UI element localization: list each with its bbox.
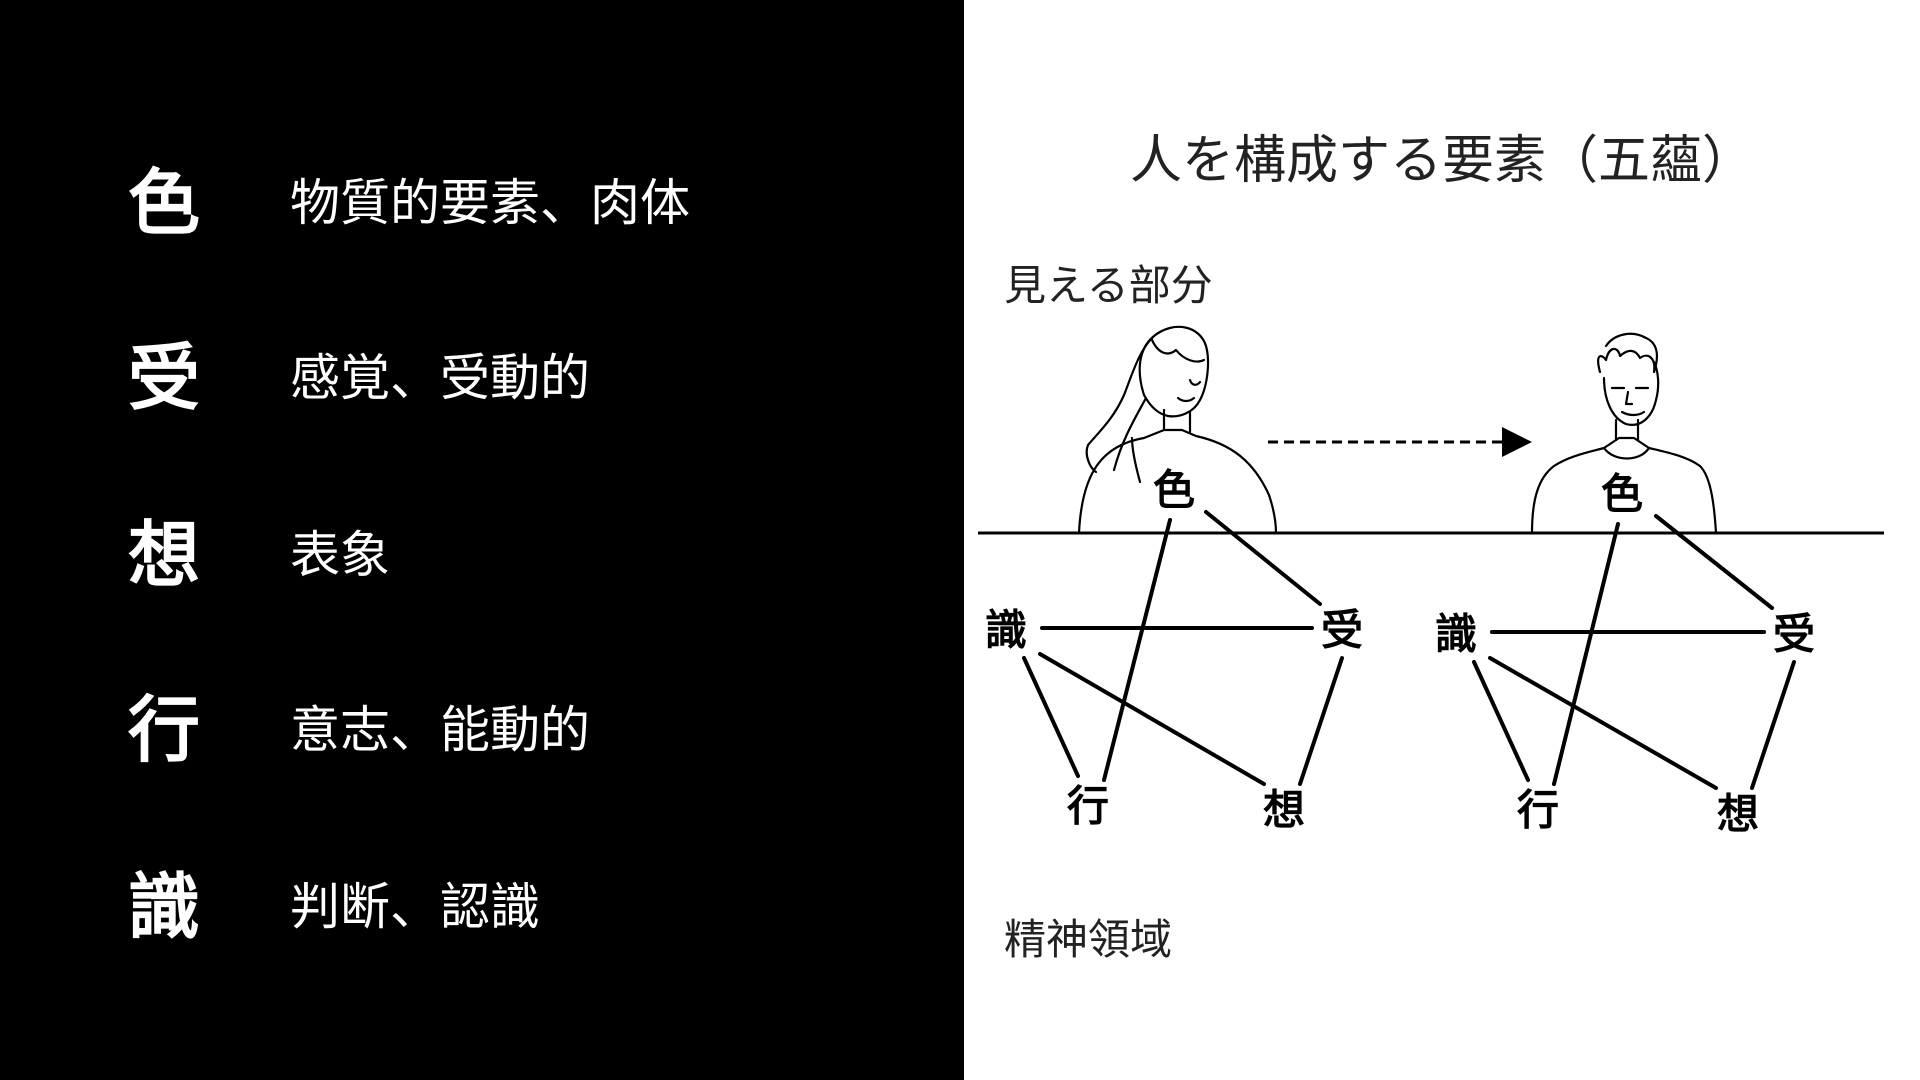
edge-shiki-gyo — [1552, 522, 1620, 786]
node-shiki-consciousness: 識 — [985, 606, 1027, 655]
skandha-kanji: 想 — [128, 513, 201, 597]
skandha-row-shiki-consciousness: 識 判断、認識 — [0, 847, 964, 967]
edge-shiki-ju — [1204, 510, 1322, 606]
node-ju: 受 — [1773, 610, 1815, 659]
skandha-description: 判断、認識 — [290, 878, 540, 936]
edge-shikiconscious-gyo — [1472, 660, 1530, 782]
skandha-description: 意志、能動的 — [290, 701, 590, 759]
visible-part-label: 見える部分 — [1004, 261, 1213, 310]
man-figure-icon — [1530, 332, 1718, 535]
node-shiki: 色 — [1153, 466, 1195, 515]
figure-b-connections — [1472, 514, 1796, 790]
edge-ju-so — [1750, 660, 1796, 790]
skandha-row-gyo: 行 意志、能動的 — [0, 670, 964, 790]
skandha-kanji: 色 — [128, 161, 201, 245]
skandha-description: 感覚、受動的 — [290, 349, 590, 407]
skandha-description: 表象 — [290, 526, 390, 584]
diagram-title: 人を構成する要素（五蘊） — [1129, 131, 1754, 191]
edge-shiki-ju — [1654, 514, 1774, 610]
skandha-kanji: 行 — [128, 688, 201, 772]
node-ju: 受 — [1321, 606, 1363, 655]
edge-ju-so — [1298, 656, 1344, 786]
figure-a-connections — [1022, 510, 1344, 786]
edge-shikiconscious-gyo — [1022, 656, 1080, 778]
node-so: 想 — [1263, 786, 1305, 835]
five-aggregates-diagram-panel: 人を構成する要素（五蘊） 見える部分 精神領域 — [964, 0, 1920, 1080]
edge-shiki-gyo — [1102, 518, 1172, 782]
skandha-row-shiki: 色 物質的要素、肉体 — [0, 143, 964, 263]
skandha-kanji: 受 — [128, 336, 201, 420]
edge-shikiconscious-so — [1488, 656, 1718, 790]
node-shiki-consciousness: 識 — [1435, 610, 1477, 659]
skandha-description: 物質的要素、肉体 — [290, 174, 690, 232]
five-aggregates-diagram: 色 受 想 行 識 色 受 想 行 識 — [978, 325, 1884, 839]
node-gyo: 行 — [1517, 786, 1559, 835]
node-so: 想 — [1717, 790, 1759, 839]
skandha-row-so: 想 表象 — [0, 495, 964, 615]
edge-shikiconscious-so — [1038, 652, 1266, 786]
node-gyo: 行 — [1067, 782, 1109, 831]
skandha-list-panel: 色 物質的要素、肉体 受 感覚、受動的 想 表象 行 意志、能動的 識 判断、認… — [0, 0, 964, 1080]
skandha-row-ju: 受 感覚、受動的 — [0, 318, 964, 438]
skandha-kanji: 識 — [128, 865, 201, 949]
mental-realm-label: 精神領域 — [1004, 915, 1173, 964]
woman-figure-icon — [1077, 325, 1278, 535]
node-shiki: 色 — [1601, 470, 1643, 519]
